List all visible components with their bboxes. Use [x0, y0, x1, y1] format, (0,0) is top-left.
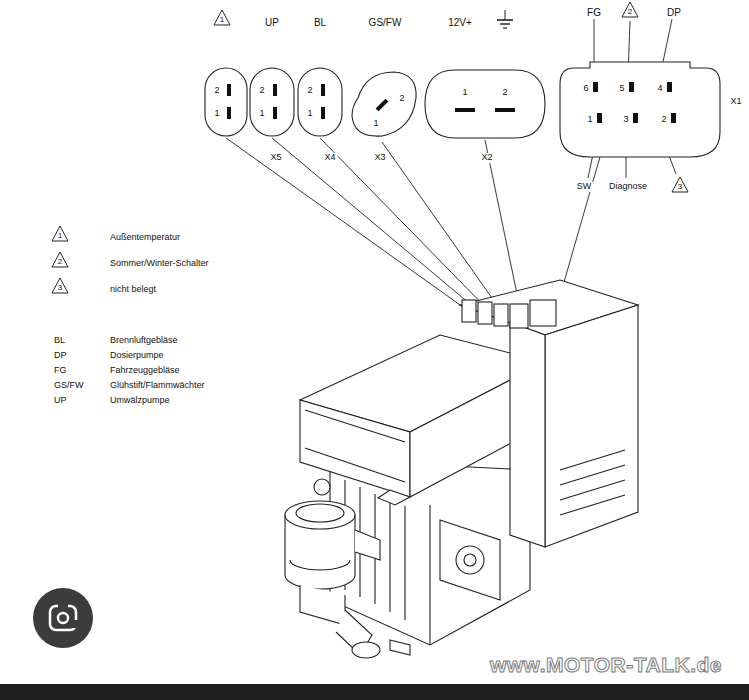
- pin-label: FG: [585, 7, 603, 18]
- legend-text: Sommer/Winter-Schalter: [110, 259, 209, 269]
- pin-label: SW: [575, 182, 594, 192]
- connector-plug: 21: [346, 68, 420, 140]
- pin-label: UP: [52, 396, 69, 406]
- pin-number: 1: [462, 88, 467, 97]
- pin-label: FG: [52, 366, 69, 376]
- connector-plug: 21: [250, 68, 294, 136]
- pin-contact: [593, 82, 598, 92]
- warning-triangle: [52, 278, 68, 293]
- pin-contact: [495, 108, 515, 112]
- pin-number: 1: [307, 109, 312, 118]
- pin-label: BL: [312, 17, 328, 28]
- legend-text: Brennluftgebläse: [110, 336, 178, 346]
- pin-number: 2: [307, 86, 312, 95]
- pin-number: 2: [502, 88, 507, 97]
- lens-button: [33, 588, 93, 648]
- pin-number: 2: [214, 86, 219, 95]
- connector-plug: 21: [298, 68, 342, 136]
- connector-plug: 21: [205, 68, 247, 136]
- watermark: www.MOTOR-TALK.de: [490, 653, 722, 676]
- triangle-number: 1: [220, 16, 224, 25]
- pin-label: 12V+: [446, 17, 474, 28]
- pin-contact: [671, 113, 676, 123]
- pin-contact: [597, 113, 602, 123]
- pin-label: X1: [728, 97, 743, 107]
- pin-contact: [667, 82, 672, 92]
- legend-text: Dosierpumpe: [110, 351, 164, 361]
- legend-text: Fahrzeuggebläse: [110, 366, 180, 376]
- pin-label: GS/FW: [52, 381, 86, 391]
- pin-label: X3: [372, 153, 387, 163]
- connector-outline: [250, 68, 294, 136]
- connector-outline: [425, 70, 545, 138]
- pin-contact: [273, 84, 277, 96]
- warning-triangle: [214, 10, 230, 25]
- triangle-number: 1: [58, 232, 62, 241]
- pin-number: 2: [399, 94, 404, 103]
- connector-outline: [346, 68, 420, 140]
- pin-number: 1: [214, 109, 219, 118]
- warning-triangle: [52, 226, 68, 241]
- pin-label: Diagnose: [607, 182, 649, 192]
- connector-outline: [352, 72, 416, 136]
- pin-number: 6: [583, 84, 588, 93]
- pin-contact: [321, 107, 325, 119]
- connector-outline: [560, 62, 720, 157]
- triangle-number: 3: [678, 183, 682, 192]
- legend-text: nicht belegt: [110, 285, 156, 295]
- pin-contact: [273, 107, 277, 119]
- connector-outline: [425, 70, 545, 138]
- pin-label: X4: [322, 153, 337, 163]
- pin-number: 4: [657, 84, 662, 93]
- pin-contact: [376, 99, 389, 112]
- connector-outline: [205, 68, 247, 136]
- pin-contact: [629, 82, 634, 92]
- pin-contact: [455, 108, 475, 112]
- pin-number: 2: [259, 86, 264, 95]
- triangle-number: 2: [58, 258, 62, 267]
- pin-contact: [227, 107, 231, 119]
- warning-triangle: [622, 2, 638, 17]
- pin-contact: [633, 113, 638, 123]
- bottom-bar: [0, 684, 749, 700]
- pin-label: UP: [263, 17, 281, 28]
- pin-number: 5: [619, 84, 624, 93]
- triangle-number: 3: [58, 284, 62, 293]
- pin-number: 1: [587, 115, 592, 124]
- warning-triangle: [52, 252, 68, 267]
- heater-drawing: [285, 280, 638, 658]
- legend-text: Glühstift/Flammwächter: [110, 381, 205, 391]
- pin-contact: [227, 84, 231, 96]
- warning-triangle: [672, 177, 688, 192]
- connector-plug: 12: [425, 70, 545, 138]
- connector-outline: [298, 68, 342, 136]
- connector-outline: [250, 68, 294, 136]
- legend-text: Außentemperatur: [110, 233, 180, 243]
- pin-label: X5: [268, 153, 283, 163]
- pin-number: 1: [259, 109, 264, 118]
- connector-plug: 6 5 4 1 3 2: [560, 62, 720, 157]
- pin-label: DP: [52, 351, 69, 361]
- triangle-number: 2: [628, 8, 632, 17]
- pin-number: 2: [661, 115, 666, 124]
- legend-text: Umwälzpumpe: [110, 396, 170, 406]
- pin-label: GS/FW: [367, 17, 404, 28]
- connector-outline: [205, 68, 247, 136]
- pin-number: 3: [623, 115, 628, 124]
- connector-outline: [298, 68, 342, 136]
- pin-label: DP: [665, 7, 683, 18]
- connector-outline: [560, 62, 720, 157]
- pin-number: 1: [373, 119, 378, 128]
- pin-label: BL: [52, 336, 67, 346]
- ground-symbol: [497, 10, 513, 28]
- pin-label: X2: [479, 153, 494, 163]
- pin-contact: [321, 84, 325, 96]
